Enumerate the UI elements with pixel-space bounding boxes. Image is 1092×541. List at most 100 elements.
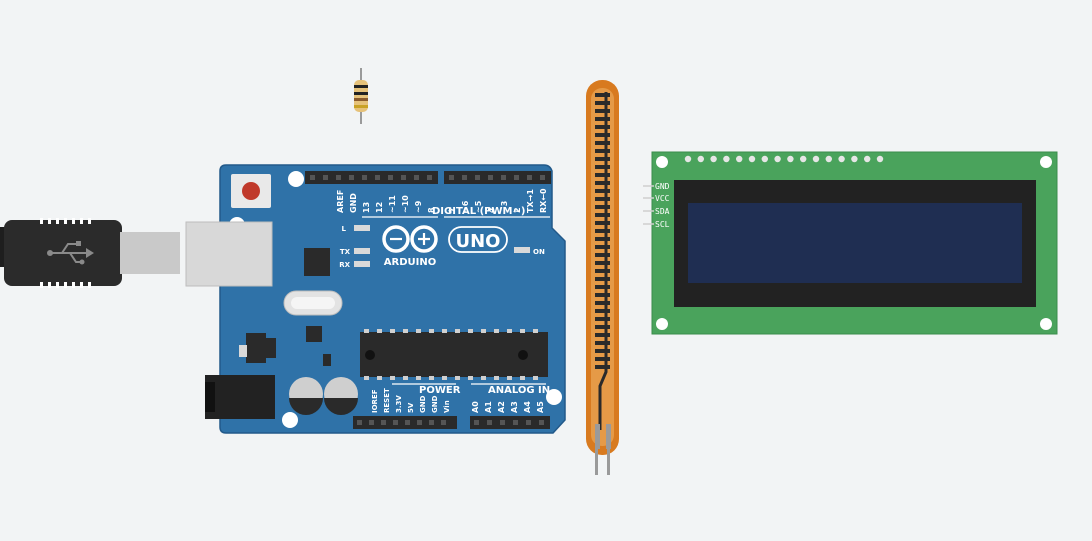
lcd-header-hole (864, 155, 871, 163)
mounting-hole (656, 318, 668, 330)
lcd-header-hole (838, 155, 845, 163)
smd-transistor (323, 354, 331, 366)
flex-sensor-segment (595, 213, 610, 217)
dc-power-jack-opening (205, 382, 215, 412)
mounting-hole (656, 156, 668, 168)
flex-sensor-segment (595, 165, 610, 169)
lcd-16x2-i2c-module[interactable]: GND VCC SDA SCL (643, 151, 1058, 335)
uno-badge (448, 226, 508, 253)
pin-label: GND (419, 395, 427, 413)
usb-cable[interactable] (0, 218, 180, 288)
lcd-header-hole (761, 155, 768, 163)
flex-sensor[interactable] (586, 80, 619, 475)
pin-label: AREF (336, 190, 345, 213)
pin-label: 8 (427, 207, 436, 213)
led-l-label: L (342, 225, 347, 233)
lcd-header-hole (697, 155, 704, 163)
resistor-band-2 (354, 92, 368, 95)
arduino-brand-label: ARDUINO (384, 257, 436, 268)
analog-pin-header[interactable] (470, 416, 550, 429)
electrolytic-capacitor (289, 377, 323, 415)
pin-label: 5V (407, 402, 415, 413)
pin-label: GND (431, 395, 439, 413)
flex-sensor-segment (595, 293, 610, 297)
flex-sensor-lead-left[interactable] (595, 424, 600, 449)
flex-sensor-segment (595, 125, 610, 129)
flex-sensor-segment (595, 277, 610, 281)
led-l (354, 225, 370, 231)
pin-label: A4 (523, 401, 532, 413)
atmega328-chip (360, 329, 548, 380)
pin-label: A3 (510, 401, 519, 413)
lcd-header-hole (812, 155, 820, 163)
lcd-header-hole (787, 155, 794, 163)
pin-label: A2 (497, 401, 506, 413)
usb-grip-ridges (40, 218, 91, 288)
lcd-pin-scl: SCL (655, 220, 670, 229)
flex-sensor-segment (595, 333, 610, 337)
flex-sensor-segment (595, 205, 610, 209)
usb-plug-metal (120, 232, 180, 274)
usb-controller-chip (304, 248, 330, 276)
flex-sensor-segment (595, 309, 610, 313)
lcd-i2c-pins[interactable] (643, 185, 654, 225)
flex-sensor-pin-left (595, 449, 598, 475)
led-on-label: ON (533, 248, 545, 256)
voltage-regulator-tab (266, 338, 276, 358)
uno-model-label: UNO (456, 231, 501, 252)
flex-sensor-inner (591, 88, 614, 446)
lcd-pin-sda: SDA (655, 207, 670, 216)
resistor-band-4 (354, 105, 368, 108)
flex-sensor-segment (595, 341, 610, 345)
dc-power-jack (205, 375, 275, 419)
lcd-header-hole (876, 155, 884, 163)
lcd-header-hole (774, 155, 781, 163)
resistor-band-3 (354, 98, 368, 101)
flex-sensor-segment (595, 141, 610, 145)
flex-sensor-segment (595, 253, 610, 257)
usb-icon (47, 241, 94, 265)
flex-sensor-segment (595, 237, 610, 241)
pin-label: 7 (448, 207, 457, 213)
pin-label: ~5 (474, 200, 483, 213)
digital-pin-header[interactable] (305, 171, 551, 184)
flex-sensor-segment (595, 101, 610, 105)
mounting-hole (288, 171, 304, 187)
pin-label: A5 (536, 401, 545, 413)
lcd-header-holes (684, 155, 884, 163)
arduino-infinity-logo-icon (382, 225, 438, 253)
resistor[interactable] (354, 68, 368, 124)
flex-sensor-segment (595, 149, 610, 153)
flex-sensor-segment (595, 261, 610, 265)
lcd-header-hole (684, 155, 692, 163)
flex-sensor-segment (595, 157, 610, 161)
resistor-band-1 (354, 85, 368, 88)
voltage-regulator (246, 333, 266, 363)
led-on (514, 247, 530, 253)
flex-sensor-segment (595, 301, 610, 305)
pin-label: 12 (375, 202, 384, 213)
flex-sensor-segment (595, 365, 610, 369)
usb-b-port (185, 221, 273, 287)
pin-label: 2 (513, 207, 522, 213)
power-pin-header[interactable] (353, 416, 457, 429)
digital-section-label: DIGITAL (PWM~) (432, 206, 525, 217)
flex-sensor-segment (595, 245, 610, 249)
lcd-header-hole (800, 155, 807, 163)
crystal-highlight (291, 297, 335, 309)
flex-sensor-pin-right (607, 449, 610, 475)
arduino-uno-board[interactable]: AREF GND 13 12 ~11 ~10 ~9 8 7 ~6 ~5 4 ~3… (185, 164, 566, 434)
reset-button[interactable] (231, 174, 271, 208)
flex-sensor-lead-right[interactable] (606, 424, 611, 449)
pin-label: RX←0 (539, 188, 548, 213)
pin-label: Vin (443, 400, 451, 413)
flex-sensor-segments (595, 93, 610, 369)
flex-sensor-segment (595, 133, 610, 137)
led-tx (354, 248, 370, 254)
flex-sensor-segment (595, 173, 610, 177)
pin-label: A1 (484, 401, 493, 413)
pin-label: ~10 (401, 195, 410, 213)
led-tx-label: TX (340, 248, 351, 256)
